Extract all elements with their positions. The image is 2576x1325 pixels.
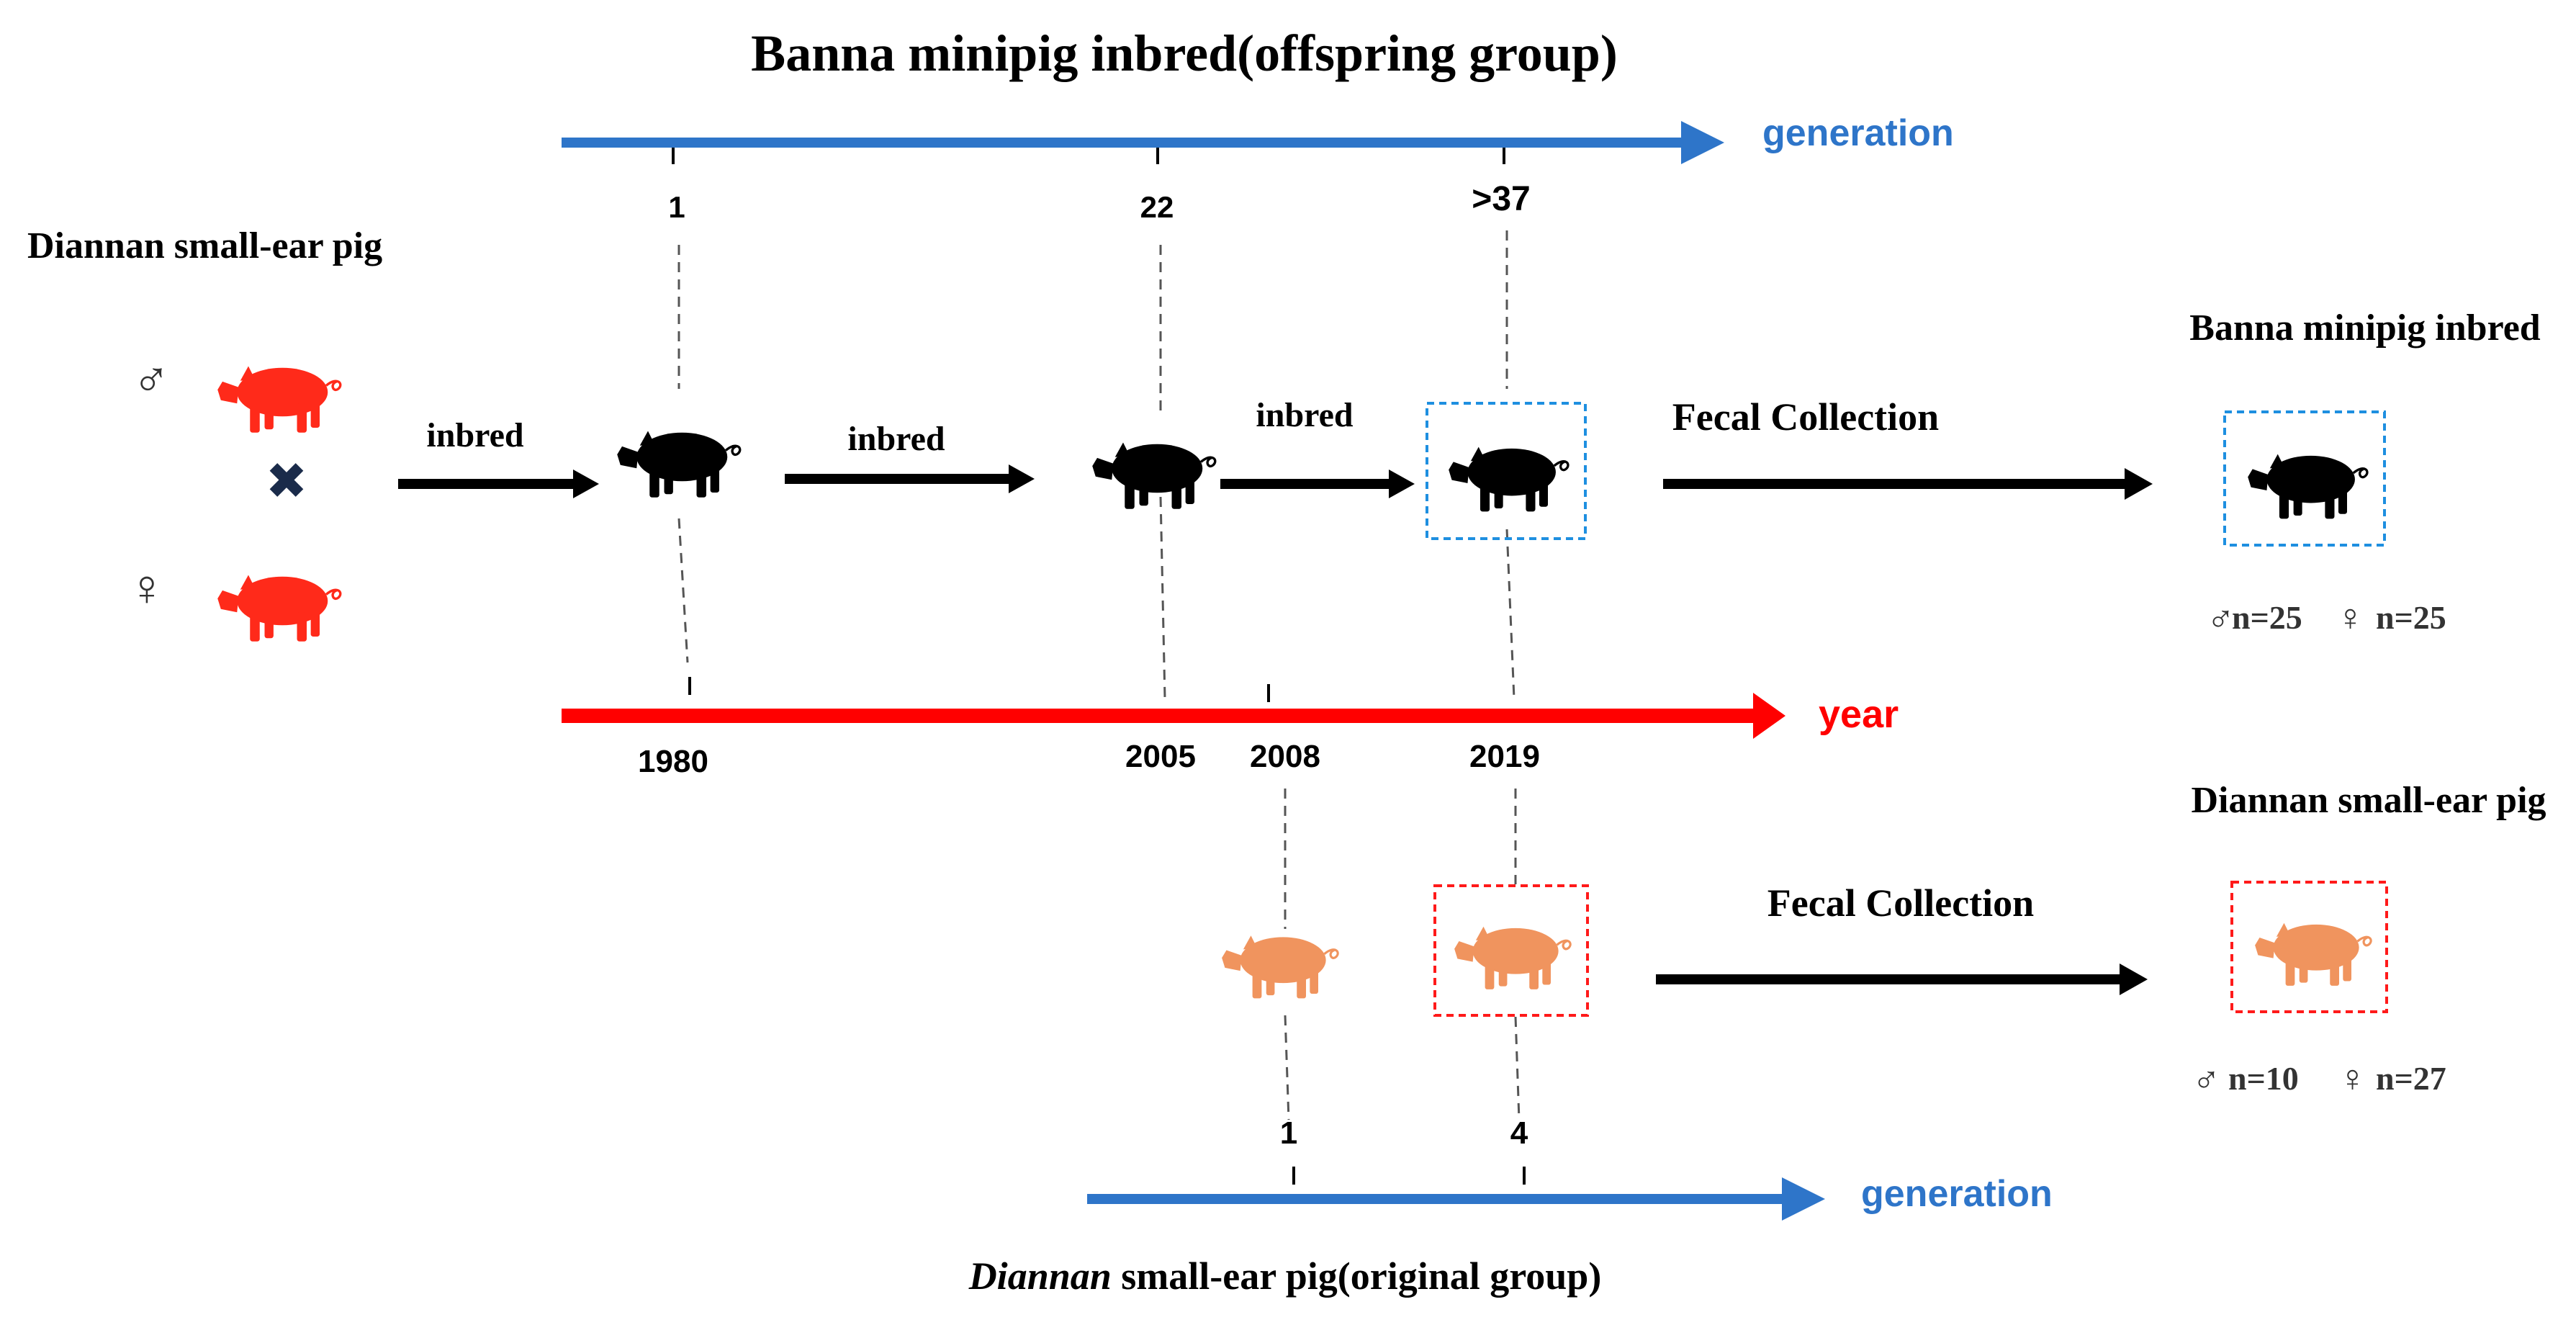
banna-group-label: Banna minipig inbred <box>2189 307 2541 349</box>
bottom-generation-label: generation <box>1861 1173 2053 1215</box>
top-gen-tick-22: 22 <box>1140 190 1174 224</box>
diannan-female-count: n=27 <box>2376 1060 2446 1097</box>
bottom-connectors <box>1284 789 1521 1120</box>
year-tick-2019: 2019 <box>1469 739 1540 774</box>
fecal-label-top: Fecal Collection <box>1672 395 1939 439</box>
diannan-male-count: n=10 <box>2228 1060 2299 1097</box>
diannan-male-symbol: ♂ <box>2192 1058 2220 1100</box>
parent-male-symbol: ♂ <box>132 349 171 405</box>
banna-result-pig-icon <box>2246 452 2369 521</box>
bottom-gen-tick-1: 1 <box>1280 1115 1297 1151</box>
fecal-arrow-bottom <box>1656 964 2148 995</box>
bottom-title-italic: Diannan <box>968 1254 1112 1298</box>
banna-male-count: n=25 <box>2232 599 2302 636</box>
bottom-title-rest: small-ear pig(original group) <box>1112 1254 1602 1298</box>
year-axis: year 1980 2005 2008 2019 <box>562 677 1899 779</box>
year-tick-2005: 2005 <box>1125 739 1196 774</box>
banna-pig-gen1-icon <box>617 431 740 498</box>
banna-pig-gen22-icon <box>1091 441 1217 511</box>
diannan-pig-2019-icon <box>1453 925 1572 991</box>
diagram-title: Banna minipig inbred(offspring group) <box>751 24 1618 82</box>
top-gen-tick-1: 1 <box>668 190 685 224</box>
banna-pig-2019-icon <box>1447 445 1570 513</box>
inbred-label-3: inbred <box>1256 396 1353 434</box>
diannan-group-label: Diannan small-ear pig <box>2191 780 2546 821</box>
banna-2019-box <box>1426 402 1587 540</box>
inbred-label-1: inbred <box>426 416 523 454</box>
banna-counts: ♂ n=25 ♀ n=25 <box>2207 597 2446 639</box>
banna-female-count: n=25 <box>2376 599 2446 636</box>
year-label: year <box>1819 693 1899 736</box>
bottom-gen-tick-4: 4 <box>1510 1115 1528 1151</box>
inbred-label-2: inbred <box>847 420 945 458</box>
top-connectors <box>677 230 1516 699</box>
bottom-generation-axis: 1 4 generation <box>1087 1115 2053 1221</box>
parent-female-symbol: ♀ <box>128 560 166 616</box>
top-generation-axis: generation 1 22 >37 <box>562 112 1954 224</box>
inbred-arrows <box>398 464 2153 500</box>
bottom-title: Diannan small-ear pig(original group) <box>968 1254 1602 1298</box>
banna-result-box <box>2223 410 2386 547</box>
cross-icon: ✖ <box>266 453 308 509</box>
parent-male-pig-icon <box>217 367 341 433</box>
top-gen-tick-37: >37 <box>1472 180 1530 218</box>
diannan-female-symbol: ♀ <box>2338 1058 2366 1100</box>
parent-female-pig-icon <box>217 575 341 642</box>
diannan-2019-box <box>1433 884 1589 1017</box>
diannan-counts: ♂ n=10 ♀ n=27 <box>2192 1058 2446 1100</box>
banna-male-symbol: ♂ <box>2207 597 2235 639</box>
year-tick-1980: 1980 <box>638 744 708 779</box>
fecal-label-bottom: Fecal Collection <box>1767 881 2034 925</box>
diannan-pig-2008-icon <box>1222 935 1338 998</box>
banna-female-symbol: ♀ <box>2336 597 2364 639</box>
top-generation-label: generation <box>1762 112 1954 154</box>
diannan-result-pig-icon <box>2253 921 2373 987</box>
year-tick-2008: 2008 <box>1250 739 1320 774</box>
parent-label: Diannan small-ear pig <box>27 225 382 266</box>
diannan-result-box <box>2230 881 2388 1013</box>
